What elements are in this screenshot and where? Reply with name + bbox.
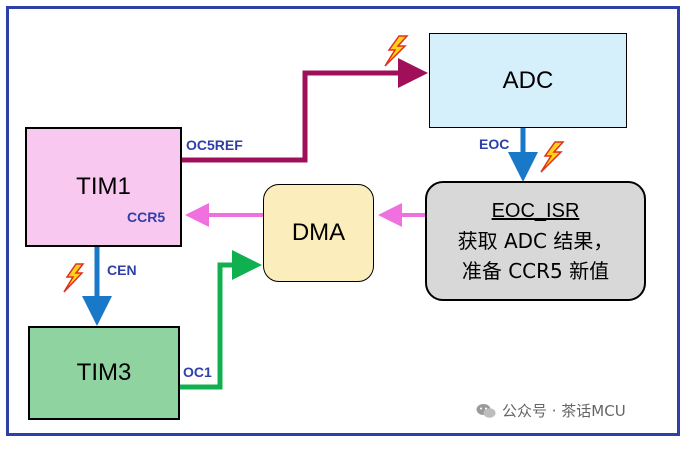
adc-block: ADC	[429, 33, 627, 128]
eoc-label: EOC	[479, 136, 510, 152]
watermark: 公众号 · 茶话MCU	[476, 400, 626, 421]
watermark-text: 公众号 · 茶话MCU	[502, 402, 626, 420]
oc1-arrow	[180, 250, 262, 390]
oc5ref-label: OC5REF	[186, 137, 243, 153]
oc1-label: OC1	[183, 364, 212, 380]
wechat-icon	[476, 403, 496, 418]
lightning-icon	[384, 35, 409, 67]
tim1-block: TIM1	[25, 127, 182, 247]
tim3-label: TIM3	[76, 359, 132, 386]
eoc-isr-block: EOC_ISR 获取 ADC 结果， 准备 CCR5 新值	[425, 181, 646, 301]
lightning-icon	[540, 141, 565, 173]
cen-label: CEN	[107, 262, 137, 278]
lightning-icon	[63, 263, 85, 293]
isr-title: EOC_ISR	[491, 200, 580, 222]
dma-block: DMA	[263, 184, 374, 282]
isr-line-2: 准备 CCR5 新值	[461, 259, 610, 283]
oc5ref-arrow	[182, 58, 428, 163]
isr-line-1: 获取 ADC 结果，	[457, 229, 614, 253]
tim1-label: TIM1	[76, 173, 131, 200]
dma-label: DMA	[291, 219, 346, 246]
tim3-block: TIM3	[28, 326, 180, 420]
adc-label: ADC	[502, 66, 554, 94]
ccr5-label: CCR5	[127, 209, 166, 225]
